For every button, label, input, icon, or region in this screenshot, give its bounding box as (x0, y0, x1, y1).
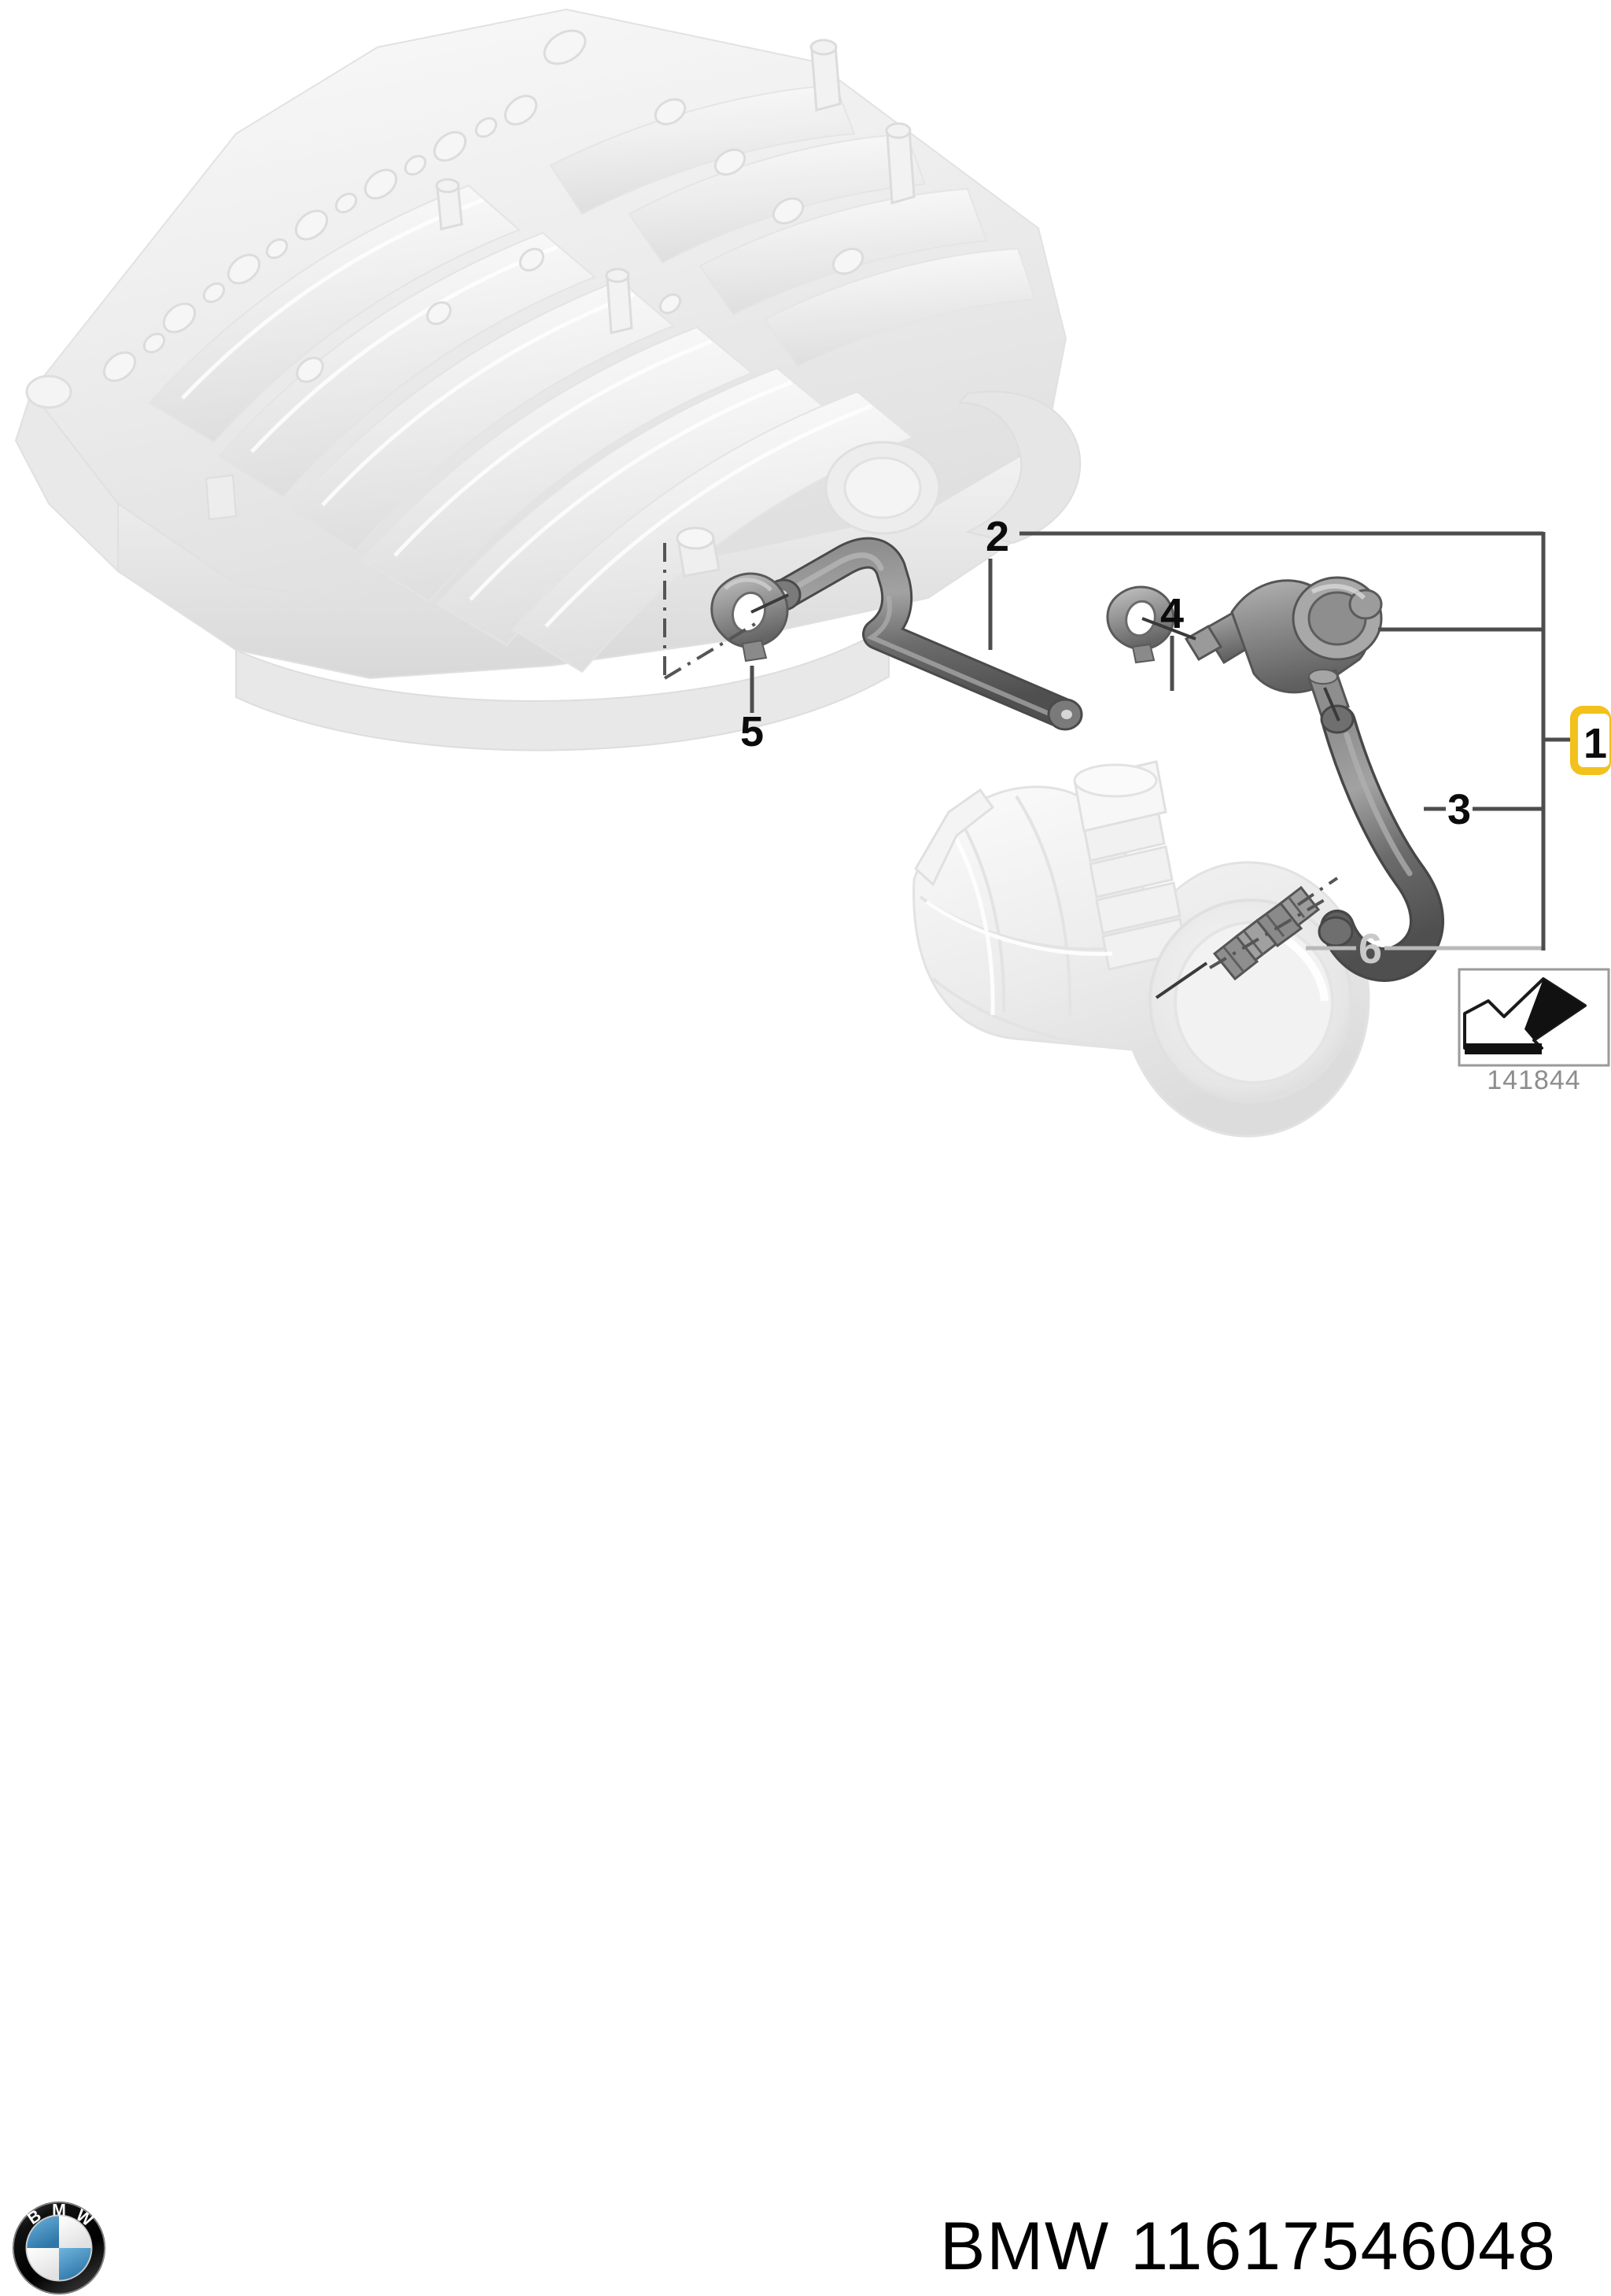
callout-2[interactable]: 2 (986, 513, 1009, 560)
reference-box-layer: 141844 (1458, 968, 1610, 1095)
part-number-bar: B M W BMW 11617546048 (0, 1095, 1611, 2294)
callout-1-highlight-inner (1578, 714, 1609, 767)
pointer-clamp-4 (1141, 617, 1196, 640)
pointer-clamp-5 (750, 593, 789, 614)
crankcase-vent-valve-graphic (1184, 576, 1383, 718)
part-number-text: BMW 11617546048 (940, 2209, 1557, 2284)
vent-hose-j-graphic (1318, 704, 1444, 982)
alignment-line-diagonal (663, 618, 763, 680)
reference-number: 141844 (1487, 1065, 1580, 1095)
callout-3[interactable]: 3 (1447, 786, 1471, 833)
bmw-logo: B M W (13, 2200, 105, 2294)
hose-clamp-manifold-graphic (710, 572, 789, 663)
pointer-valve-hose3 (1323, 687, 1340, 722)
alignment-line-fitting-upper (1296, 877, 1339, 906)
intake-manifold-graphic (14, 8, 1082, 751)
callout-4[interactable]: 4 (1160, 590, 1184, 637)
ghosted-parts-layer (14, 8, 1370, 1138)
callout-1-highlight-group[interactable]: 1 (1570, 706, 1611, 775)
alignment-line-fitting-lower (1208, 895, 1331, 969)
pointer-fitting-boot (1155, 962, 1208, 999)
folded-sheet-arrow-icon (1463, 977, 1587, 1054)
parts-diagram-canvas: 2 4 5 3 6 1 141844 (0, 8, 1611, 2294)
connector-fitting-graphic (1212, 885, 1321, 981)
callout-6[interactable]: 6 (1358, 925, 1382, 973)
callout-1: 1 (1583, 720, 1607, 767)
callout-labels-layer: 2 4 5 3 6 1 (740, 513, 1611, 973)
leader-lines-layer (663, 531, 1570, 999)
reference-box: 141844 (1458, 968, 1610, 1095)
bmw-logo-letter-m: M (52, 2200, 66, 2219)
callout-5[interactable]: 5 (740, 708, 764, 755)
hose-clamp-valve-graphic (1106, 585, 1175, 664)
